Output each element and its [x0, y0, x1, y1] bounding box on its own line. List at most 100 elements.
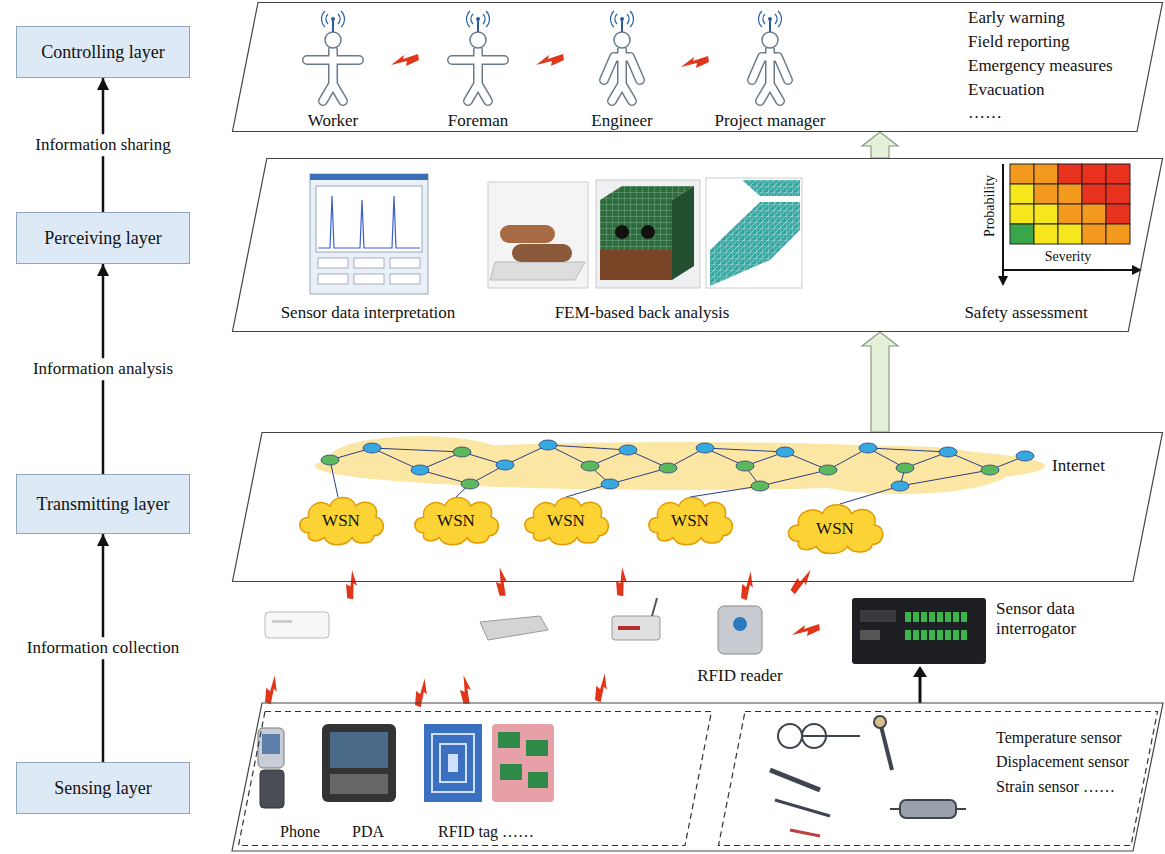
- wireless-bolts: [536, 54, 564, 66]
- wsn-cloud: WSN: [295, 491, 387, 547]
- node-text: FEM-based back analysis: [555, 303, 730, 323]
- network-graph: [330, 460, 338, 497]
- edge-label: Information analysis: [29, 358, 177, 380]
- network-graph: [868, 448, 948, 452]
- gateway-devices: [921, 630, 927, 640]
- wireless-bolts: [736, 571, 760, 601]
- risk-matrix: [1106, 224, 1130, 244]
- node-text: WSN: [322, 511, 360, 531]
- node-text: Project manager: [715, 111, 826, 131]
- gateway-devices: [272, 620, 292, 623]
- node-text: Displacement sensor: [996, 753, 1129, 771]
- gateway-devices: [953, 612, 959, 622]
- sensor-screenshot: [310, 174, 428, 294]
- device-label: Sensor data interrogator: [996, 599, 1108, 638]
- node-text: Temperature sensor: [996, 729, 1122, 747]
- network-graph: [321, 440, 1034, 491]
- controlling-plane: WorkerForemanEngineerProject managerEarl…: [232, 2, 1163, 132]
- axis-label: Severity: [1045, 249, 1092, 265]
- sensor-screenshot: [318, 274, 348, 284]
- sensor-group: Temperature sensorDisplacement sensorStr…: [718, 711, 1158, 846]
- network-graph: [859, 443, 877, 453]
- fem-models: [706, 178, 802, 288]
- gateway-devices: [945, 630, 951, 640]
- risk-matrix: [998, 276, 1008, 286]
- gateway-devices: [921, 612, 927, 622]
- wireless-bolts: [681, 56, 709, 68]
- network-graph: [453, 447, 471, 457]
- wsn-cloud: WSN: [644, 491, 736, 547]
- plane-shape: [233, 433, 1163, 582]
- sensor-pictures: [770, 770, 820, 790]
- axis-label: Probability: [982, 175, 998, 237]
- gateway-devices: [860, 630, 880, 640]
- sensing-plane: [232, 703, 1163, 851]
- risk-matrix: [1106, 184, 1130, 204]
- mobile-devices: [262, 734, 280, 754]
- mobile-devices: [258, 724, 554, 808]
- layer-box: Controlling layer: [16, 26, 190, 78]
- fem-models: [710, 202, 800, 286]
- node-text: Foreman: [448, 111, 508, 131]
- mobile-devices: [330, 732, 388, 768]
- risk-matrix: [1010, 184, 1034, 204]
- wireless-bolts: [458, 675, 475, 705]
- network-graph: [461, 479, 479, 489]
- network-graph: [610, 468, 668, 484]
- network-graph: [659, 463, 677, 473]
- gateway-devices: [905, 630, 911, 640]
- node-text: WSN: [437, 511, 475, 531]
- fem-models: [512, 244, 572, 262]
- network-graph: [776, 447, 794, 457]
- network-graph: [411, 465, 429, 475]
- network-graph: [981, 465, 999, 475]
- cloud-shape: [649, 498, 733, 545]
- network-graph: [819, 465, 837, 475]
- risk-matrix: [1002, 164, 1004, 276]
- plane-shape: [719, 712, 1158, 846]
- people-icons: [307, 11, 359, 101]
- cloud-shape: [525, 498, 609, 545]
- node-text: Strain sensor ……: [996, 778, 1115, 796]
- gateway-devices: [618, 626, 640, 630]
- node-text: Engineer: [591, 111, 652, 131]
- flow-arrow: [862, 332, 898, 432]
- network-graph: [896, 463, 914, 473]
- gateway-devices: [945, 612, 951, 622]
- gateway-devices: [733, 617, 747, 631]
- node-text: Phone: [280, 823, 320, 841]
- gateway-devices: [612, 616, 660, 640]
- fem-models: [500, 225, 555, 243]
- network-graph: [736, 461, 754, 471]
- device-label: RFID reader: [697, 666, 782, 686]
- network-graph: [840, 486, 900, 504]
- internet-cloud: [315, 436, 1045, 494]
- network-graph: [363, 443, 381, 453]
- people-icons: [752, 11, 788, 101]
- network-graph: [900, 470, 990, 486]
- sensor-pictures: [900, 800, 956, 818]
- node-text: WSN: [547, 511, 585, 531]
- node-text: Emergency measures: [968, 56, 1113, 76]
- sensor-pictures: [880, 722, 892, 770]
- risk-matrix: [1058, 184, 1082, 204]
- node-text: Controlling layer: [41, 42, 164, 63]
- node-text: WSN: [816, 519, 854, 539]
- node-text: Worker: [308, 111, 359, 131]
- gateway-devices: [265, 612, 329, 638]
- gateway-devices: [852, 598, 986, 664]
- internet-cloud: [330, 436, 510, 480]
- gateway-devices: [961, 612, 967, 622]
- sensor-screenshot: [318, 196, 420, 248]
- risk-matrix: [1034, 224, 1058, 244]
- layer-box: Perceiving layer: [16, 212, 190, 264]
- gateway-devices: [937, 630, 943, 640]
- risk-matrix: [1034, 164, 1058, 184]
- mobile-devices: [500, 764, 522, 780]
- node-text: ……: [968, 103, 1002, 123]
- risk-matrix: [1106, 164, 1130, 184]
- flow-arrow: [862, 132, 898, 158]
- wireless-bolts: [342, 570, 363, 600]
- gateway-devices: [480, 616, 548, 640]
